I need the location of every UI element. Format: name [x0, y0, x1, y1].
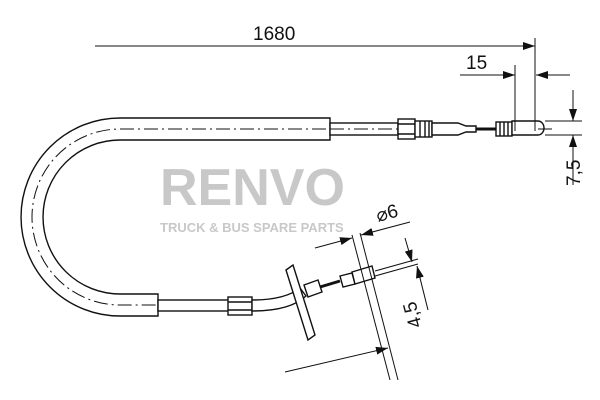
dimension-end-fitting-length: 15	[466, 53, 487, 74]
top-end-cap	[511, 120, 545, 136]
bottom-nut	[227, 296, 253, 316]
cable	[20, 117, 552, 342]
watermark-brand: RENVO	[160, 159, 345, 217]
dimension-overall-length: 1680	[253, 24, 295, 45]
watermark: RENVO TRUCK & BUS SPARE PARTS	[160, 159, 345, 235]
dimension-lines	[95, 38, 582, 381]
t-plate	[285, 263, 316, 342]
top-nut	[397, 118, 416, 140]
dimension-lower-offset: 4,5	[400, 299, 427, 330]
dimension-diameter: ⌀6	[374, 201, 401, 227]
dimension-end-offset: 7,5	[564, 160, 585, 186]
bottom-fork	[351, 265, 376, 285]
watermark-tagline: TRUCK & BUS SPARE PARTS	[160, 220, 344, 235]
